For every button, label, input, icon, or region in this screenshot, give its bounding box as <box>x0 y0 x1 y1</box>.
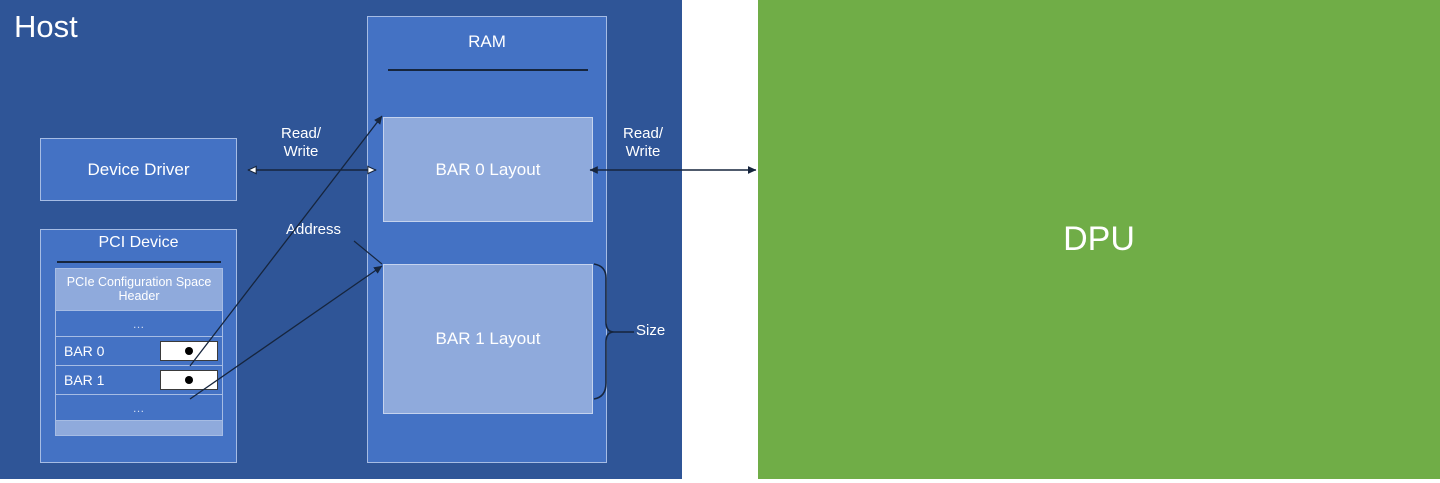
bar1-layout-label: BAR 1 Layout <box>435 329 541 348</box>
pci-row-config-header: PCIe Configuration Space Header <box>55 268 223 310</box>
pci-device-title-rule <box>57 261 221 263</box>
host-container: Host Device Driver PCI Device PCIe Confi… <box>0 0 682 479</box>
device-driver-label: Device Driver <box>87 159 190 179</box>
bar0-layout-region: BAR 0 Layout <box>383 117 593 222</box>
size-label: Size <box>636 322 666 339</box>
pci-row-bar1: BAR 1 <box>55 365 223 394</box>
bar0-value-field[interactable] <box>160 341 218 361</box>
pci-device-box: PCI Device PCIe Configuration Space Head… <box>40 229 237 463</box>
address-label: Address <box>286 221 342 238</box>
pci-row-bar0: BAR 0 <box>55 336 223 365</box>
bar0-label: BAR 0 <box>64 343 105 359</box>
pcie-config-space-header-label: PCIe Configuration Space Header <box>66 275 212 303</box>
pci-config-space-table: PCIe Configuration Space Header … BAR 0 … <box>55 268 223 436</box>
read-write-left-label: Read/ Write <box>281 125 322 160</box>
bar1-label: BAR 1 <box>64 372 105 388</box>
pci-row-ellipsis-bottom: … <box>55 394 223 420</box>
dpu-label: DPU <box>1063 220 1135 258</box>
ram-title: RAM <box>468 32 506 51</box>
ellipsis-label: … <box>132 400 146 415</box>
dpu-container: DPU <box>758 0 1440 479</box>
bar1-layout-region: BAR 1 Layout <box>383 264 593 414</box>
bar0-layout-label: BAR 0 Layout <box>435 159 541 179</box>
host-title: Host <box>14 9 78 44</box>
read-write-right-label: Read/ Write <box>623 125 664 160</box>
bar1-value-field[interactable] <box>160 370 218 390</box>
bar1-pointer-dot <box>185 376 193 384</box>
pci-row-strip <box>55 420 223 436</box>
bar0-pointer-dot <box>185 347 193 355</box>
ram-title-rule <box>388 69 588 71</box>
pci-device-title: PCI Device <box>98 234 179 251</box>
device-driver-box: Device Driver <box>40 138 237 201</box>
pci-row-ellipsis-top: … <box>55 310 223 336</box>
ellipsis-label: … <box>132 316 146 331</box>
ram-box: RAM BAR 0 Layout BAR 1 Layout <box>367 16 607 463</box>
